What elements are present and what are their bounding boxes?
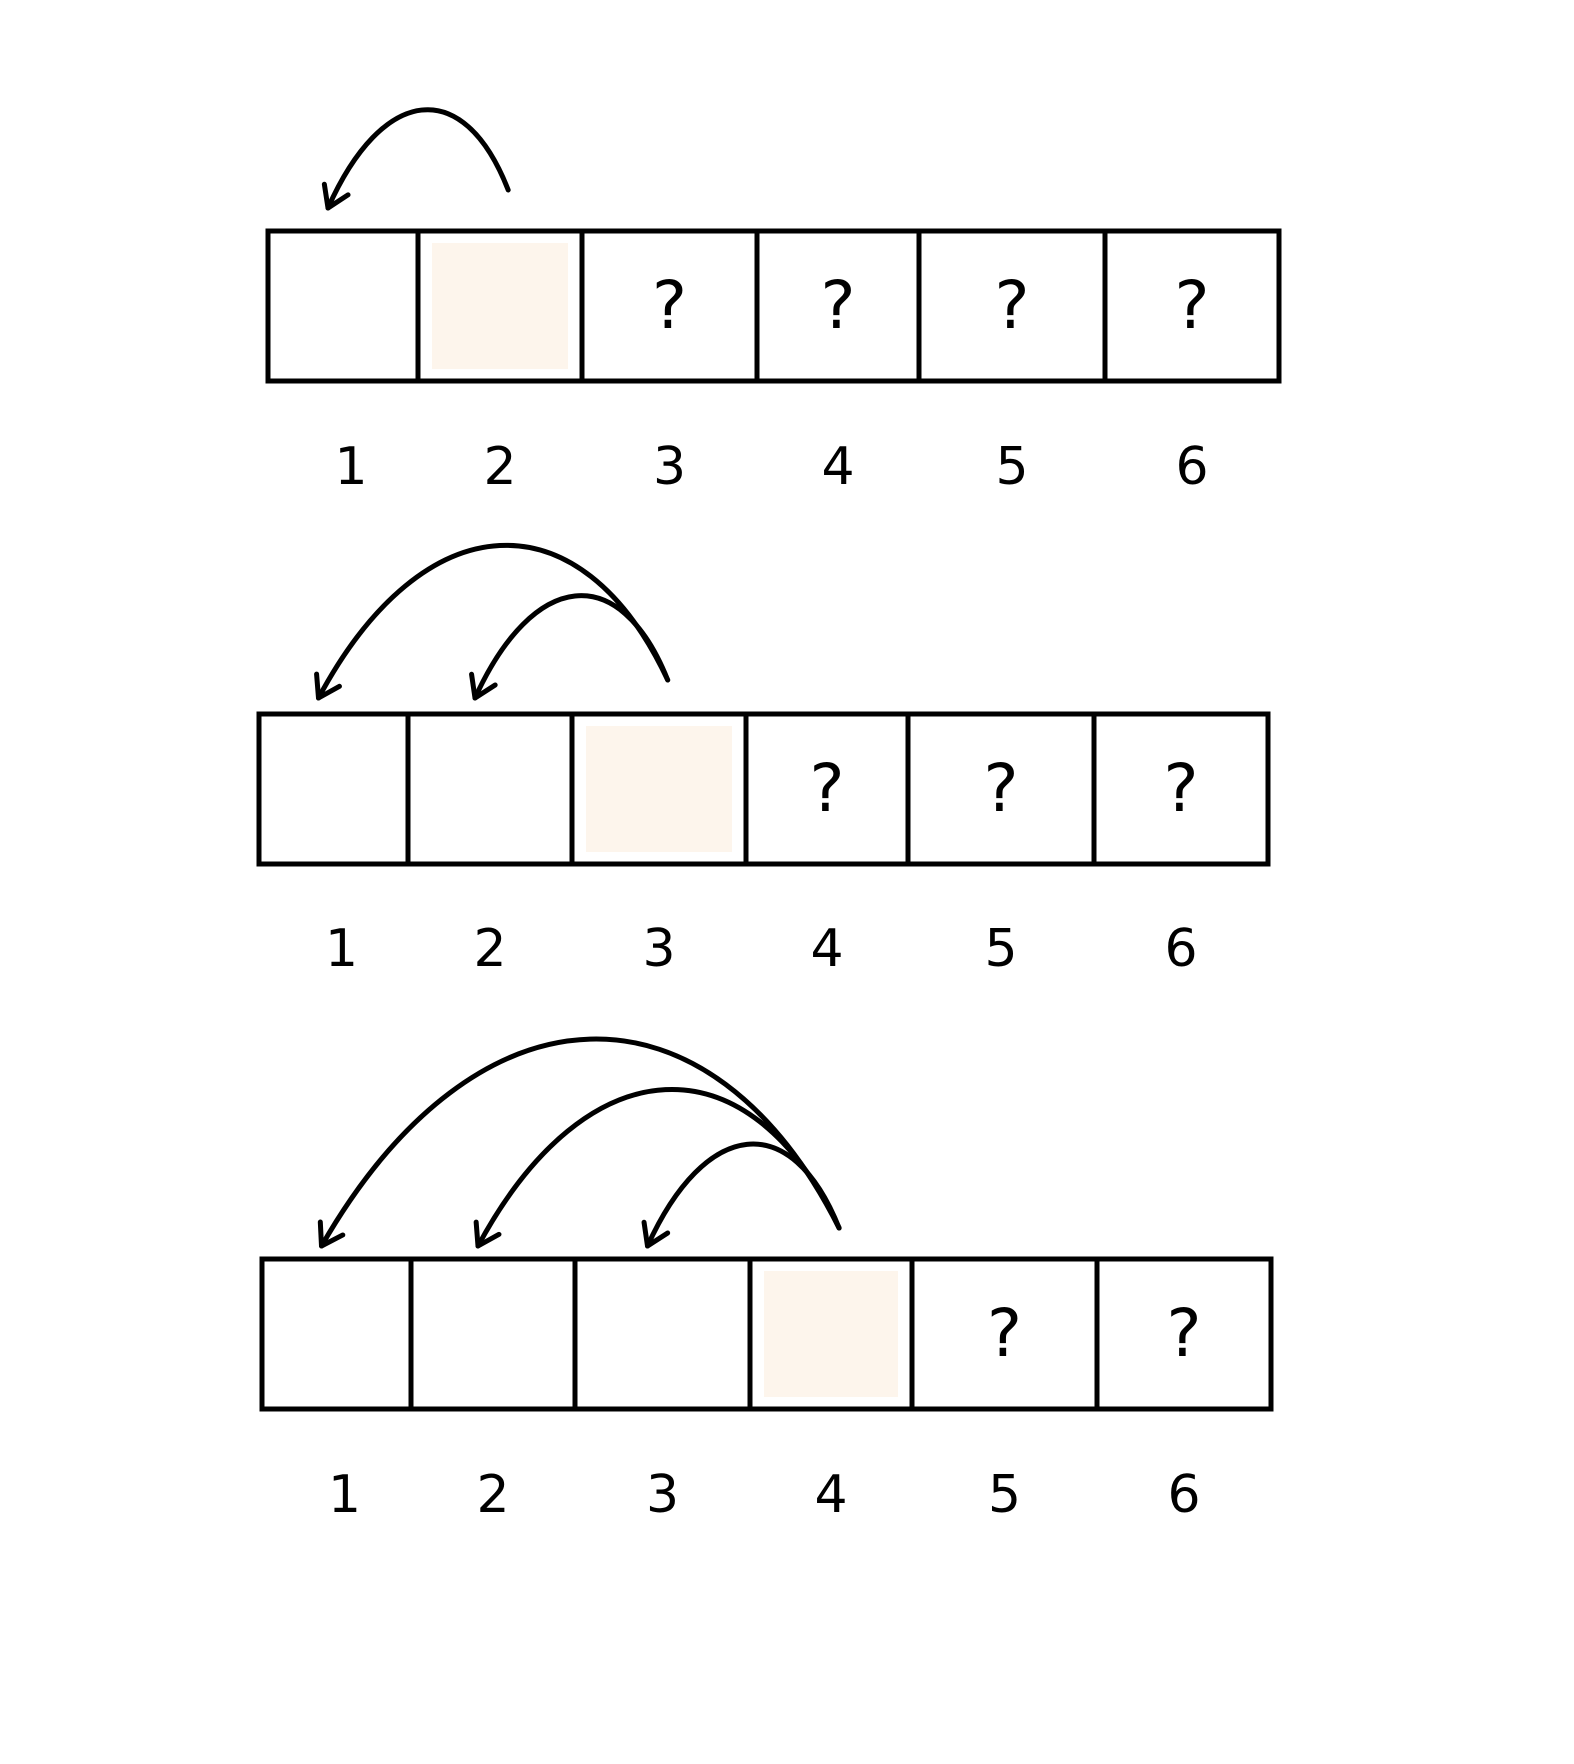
arrowhead [469, 671, 498, 701]
cell-5: ?5 [983, 750, 1018, 979]
arrowhead [641, 1219, 671, 1249]
index-label-5: 5 [995, 437, 1028, 497]
index-label-5: 5 [988, 1465, 1021, 1525]
arrow-2-to-1 [321, 107, 511, 211]
arrow-curve [645, 1141, 842, 1249]
unknown-mark: ? [820, 267, 855, 344]
current-cell-highlight [764, 1271, 898, 1397]
arrowhead [317, 1219, 346, 1249]
unknown-mark: ? [987, 1295, 1022, 1372]
cell-1: 1 [334, 437, 367, 497]
index-label-6: 6 [1167, 1465, 1200, 1525]
unknown-mark: ? [1163, 750, 1198, 827]
index-label-6: 6 [1164, 919, 1197, 979]
arrow-4-to-3 [641, 1141, 842, 1249]
cell-4: ?4 [809, 750, 844, 979]
cell-2: 2 [473, 919, 506, 979]
unknown-mark: ? [652, 267, 687, 344]
cell-3: ?3 [652, 267, 687, 497]
unknown-mark: ? [1166, 1295, 1201, 1372]
cell-5: ?5 [987, 1295, 1022, 1525]
cell-1: 1 [325, 919, 358, 979]
index-label-1: 1 [325, 919, 358, 979]
arrow-3-to-1 [314, 542, 671, 701]
cell-1: 1 [328, 1465, 361, 1525]
index-label-2: 2 [476, 1465, 509, 1525]
cell-5: ?5 [994, 267, 1029, 497]
index-label-1: 1 [334, 437, 367, 497]
cell-6: ?6 [1166, 1295, 1201, 1525]
arrow-curve [319, 1036, 842, 1249]
arrowhead [321, 181, 351, 211]
array-outline [256, 711, 1271, 867]
current-cell-highlight [432, 243, 568, 369]
unknown-mark: ? [983, 750, 1018, 827]
unknown-mark: ? [994, 267, 1029, 344]
index-label-4: 4 [821, 437, 854, 497]
index-label-3: 3 [653, 437, 686, 497]
cell-2: 2 [476, 1465, 509, 1525]
index-label-4: 4 [810, 919, 843, 979]
arrow-4-to-1 [317, 1036, 842, 1249]
index-label-1: 1 [328, 1465, 361, 1525]
index-label-3: 3 [646, 1465, 679, 1525]
arrow-3-to-2 [469, 593, 671, 701]
arrow-curve [472, 593, 671, 701]
unknown-mark: ? [1174, 267, 1209, 344]
index-label-4: 4 [814, 1465, 847, 1525]
arrowhead [473, 1219, 502, 1249]
array-outline [265, 228, 1282, 384]
array-outline [259, 1256, 1274, 1412]
arrow-curve [316, 542, 671, 701]
cell-2: 2 [432, 243, 568, 497]
cell-3: 3 [646, 1465, 679, 1525]
current-cell-highlight [586, 726, 732, 852]
unknown-mark: ? [809, 750, 844, 827]
index-label-2: 2 [483, 437, 516, 497]
index-label-3: 3 [642, 919, 675, 979]
arrowhead [314, 671, 342, 701]
cell-6: ?6 [1163, 750, 1198, 979]
cell-6: ?6 [1174, 267, 1209, 497]
index-label-2: 2 [473, 919, 506, 979]
cell-3: 3 [586, 726, 732, 979]
cell-4: 4 [764, 1271, 898, 1525]
index-label-5: 5 [984, 919, 1017, 979]
cell-4: ?4 [820, 267, 855, 497]
arrow-curve [325, 107, 511, 211]
index-label-6: 6 [1175, 437, 1208, 497]
